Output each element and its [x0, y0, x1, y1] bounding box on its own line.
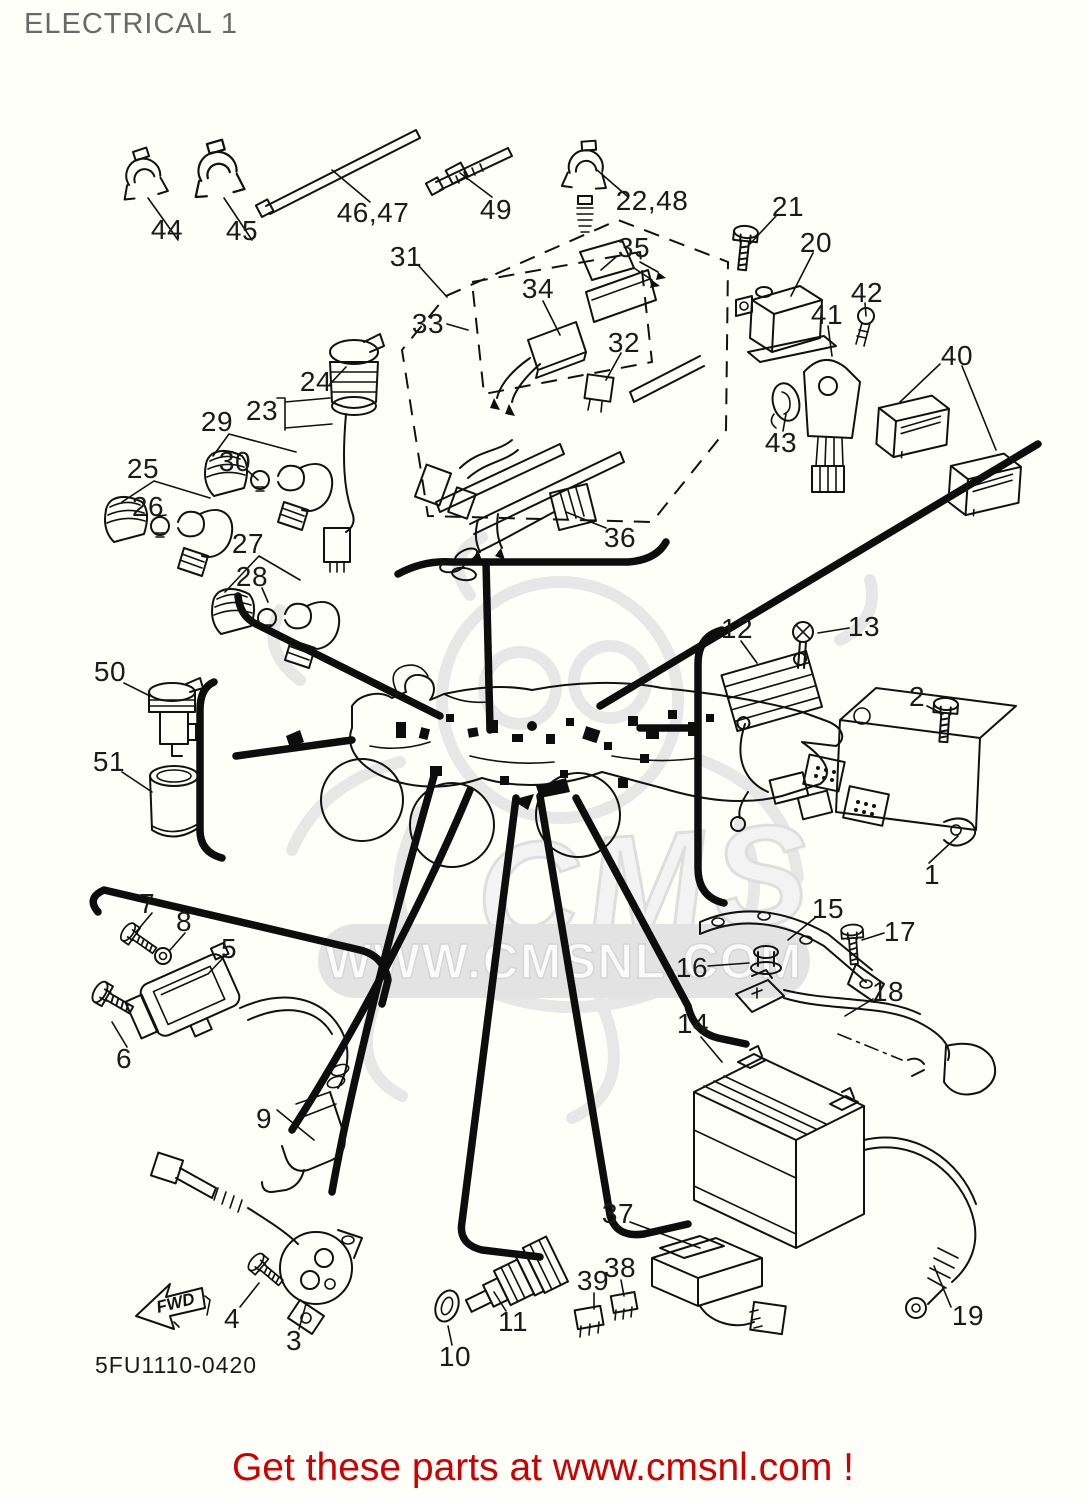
part-label-9: 9	[255, 1103, 273, 1134]
part-label-41: 41	[810, 299, 844, 330]
part-label-38: 38	[603, 1252, 637, 1283]
part-label-16: 16	[675, 952, 709, 983]
part-label-15: 15	[811, 893, 845, 924]
part-label-27: 27	[231, 528, 265, 559]
relay-unit-40-drawing	[874, 391, 1023, 520]
part-label-12: 12	[720, 613, 754, 644]
part-label-29: 29	[200, 406, 234, 437]
part-label-17: 17	[883, 916, 917, 947]
part-label-35: 35	[617, 232, 651, 263]
cdi-unit-1-drawing	[802, 687, 1017, 847]
part-label-3: 3	[285, 1325, 303, 1356]
socket-51-drawing	[149, 765, 199, 838]
starter-relay-20-drawing	[735, 285, 837, 363]
relay-37-drawing	[651, 1235, 787, 1336]
part-label-1: 1	[923, 859, 941, 890]
footer-promo-text: Get these parts at www.cmsnl.com !	[231, 1446, 855, 1489]
label-leader-lines	[111, 169, 997, 1346]
positive-lead-18-drawing	[735, 969, 996, 1096]
part-label-24: 24	[299, 366, 333, 397]
damper-16-drawing	[750, 945, 782, 975]
part-label-10: 10	[438, 1341, 472, 1372]
clamp-44-drawing	[118, 144, 170, 201]
part-label-25: 25	[126, 453, 160, 484]
harness-tubes-drawing	[413, 355, 705, 564]
battery-bracket-15-drawing	[699, 910, 885, 1003]
bolt-17-drawing	[839, 922, 867, 966]
bolt-21-drawing	[729, 223, 760, 273]
screw-42-drawing	[855, 307, 875, 347]
bulb-set-25-26	[104, 495, 234, 577]
part-label-36: 36	[603, 522, 637, 553]
part-label-23: 23	[245, 395, 279, 426]
part-label-13: 13	[847, 611, 881, 642]
part-label-40: 40	[940, 340, 974, 371]
fwd-arrow: FWD	[135, 1283, 211, 1330]
watermark-url-text: WWW.CMSNL.COM	[325, 935, 803, 989]
part-label-11: 11	[497, 1306, 529, 1337]
part-label-30: 30	[218, 446, 252, 477]
fuse-39-drawing	[573, 1304, 605, 1338]
socket-50-drawing	[148, 677, 204, 757]
fuse-38-drawing	[609, 1291, 639, 1321]
grommet-43-drawing	[770, 382, 801, 429]
part-label-39: 39	[576, 1265, 610, 1296]
cdi-34-drawing	[490, 269, 657, 416]
band-49-drawing	[424, 147, 513, 196]
part-label-37: 37	[601, 1198, 635, 1229]
part-label-51: 51	[92, 746, 126, 777]
relay-32-drawing	[583, 373, 615, 413]
part-label-26: 26	[131, 491, 165, 522]
part-label-32: 32	[607, 327, 641, 358]
part-label-14: 14	[676, 1008, 710, 1039]
flasher-41-drawing	[803, 359, 861, 493]
neutral-switch-3-drawing	[279, 1229, 363, 1335]
clamp-22-48-drawing	[560, 135, 614, 233]
harness-connector-symbols	[286, 710, 714, 810]
part-label-49: 49	[479, 194, 513, 225]
plug-lead-9-drawing	[239, 996, 350, 1193]
part-label-45: 45	[225, 215, 259, 246]
part-label-4: 4	[223, 1303, 241, 1334]
part-label-19: 19	[951, 1300, 985, 1331]
part-label-50: 50	[93, 656, 127, 687]
part-label-42: 42	[850, 277, 884, 308]
part-label-7: 7	[138, 888, 156, 919]
part-label-46-47: 46,47	[336, 197, 410, 228]
part-label-6: 6	[115, 1043, 133, 1074]
part-label-34: 34	[521, 273, 555, 304]
negative-lead-19-drawing	[863, 1057, 977, 1319]
cms-watermark-text: CMS WWW.CMSNL.COM	[318, 792, 823, 998]
page-title: ELECTRICAL 1	[24, 8, 238, 40]
part-label-28: 28	[235, 561, 269, 592]
part-label-2: 2	[908, 681, 926, 712]
part-label-43: 43	[764, 427, 798, 458]
diagram-code: 5FU1110-0420	[95, 1352, 258, 1378]
part-label-8: 8	[175, 906, 193, 937]
part-label-31: 31	[389, 241, 423, 272]
battery-14-drawing	[693, 1045, 865, 1249]
part-label-5: 5	[220, 933, 238, 964]
harness-overview-drawing	[286, 664, 844, 868]
clamp-45-drawing	[190, 137, 246, 199]
washer-8-drawing	[154, 947, 172, 965]
part-label-22-48: 22,48	[615, 185, 689, 216]
screw-13-drawing	[792, 621, 814, 669]
ignition-coil-5-drawing	[124, 941, 241, 1040]
diode-35-drawing	[579, 239, 666, 288]
wire-36-drawing	[439, 482, 598, 582]
part-label-18: 18	[871, 976, 905, 1007]
switch-lead-drawing	[149, 1151, 299, 1245]
oring-10-drawing	[434, 1289, 460, 1323]
part-label-44: 44	[150, 214, 184, 245]
band-46-47-drawing	[254, 129, 421, 218]
sensor-11-drawing	[464, 1235, 570, 1313]
part-label-33: 33	[411, 308, 445, 339]
main-switch-drawing	[323, 333, 385, 573]
bolt-7-drawing	[117, 919, 162, 960]
bolt-2-drawing	[930, 696, 960, 744]
part-label-21: 21	[771, 191, 805, 222]
part-label-20: 20	[799, 227, 833, 258]
